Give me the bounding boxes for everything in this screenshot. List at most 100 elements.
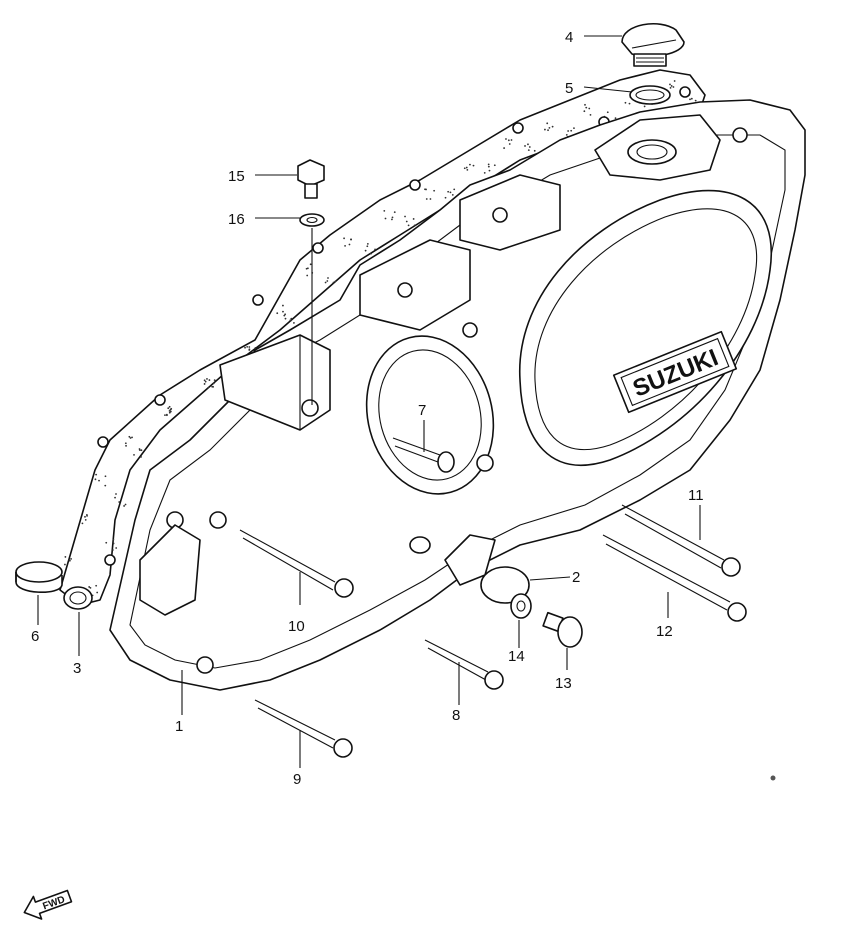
cover-cap-2	[480, 566, 530, 604]
small-washer	[409, 536, 431, 554]
gasket-speckle-dot	[118, 501, 121, 503]
gasket-speckle-dot	[290, 317, 293, 320]
gasket-speckle-dot	[95, 473, 98, 476]
callout-10: 10	[288, 618, 305, 635]
gasket-speckle-dot	[527, 149, 530, 152]
gasket-speckle-dot	[98, 479, 100, 482]
gasket-speckle-dot	[169, 408, 172, 411]
callout-7: 7	[418, 402, 426, 419]
gasket-speckle-dot	[254, 346, 257, 349]
gasket-speckle-dot	[505, 138, 507, 140]
gasket-speckle-dot	[133, 453, 135, 456]
fwd-arrow-icon: FWD	[23, 889, 73, 920]
bolt-boss	[209, 511, 227, 529]
gasket-speckle-dot	[567, 130, 570, 132]
gasket-speckle-dot	[124, 503, 127, 506]
gasket-speckle-dot	[547, 129, 549, 132]
gasket-speckle-dot	[508, 143, 511, 145]
gasket-speckle-dot	[343, 237, 345, 240]
gasket-speckle-dot	[95, 584, 98, 587]
screw-7	[392, 437, 455, 473]
callout-11: 11	[688, 487, 704, 504]
gasket-speckle-dot	[548, 126, 551, 129]
gasket-speckle-dot	[164, 414, 166, 417]
gasket-speckle-dot	[324, 281, 327, 284]
gasket-speckle-dot	[128, 435, 131, 438]
gasket-speckle-dot	[366, 245, 369, 248]
gasket-speckle-dot	[125, 444, 127, 447]
gasket-speckle-dot	[503, 147, 506, 149]
gasket-speckle-dot	[533, 149, 536, 152]
gasket-speckle-dot	[114, 496, 116, 499]
gasket-speckle-dot	[140, 449, 143, 452]
gasket-speckle-dot	[524, 145, 526, 147]
gasket-speckle-dot	[104, 484, 107, 487]
gasket-speckle-dot	[282, 310, 284, 313]
gasket-speckle-dot	[344, 244, 346, 247]
gasket-speckle-dot	[405, 220, 408, 223]
gasket-speckle-dot	[105, 541, 108, 544]
gasket-speckle-dot	[628, 102, 631, 105]
gasket-speckle-dot	[244, 346, 246, 349]
callout-13: 13	[555, 675, 572, 692]
gasket-speckle-dot	[115, 547, 118, 549]
gasket-speckle-dot	[488, 169, 491, 172]
gasket-speckle-dot	[487, 165, 490, 168]
gasket-speckle-dot	[487, 163, 490, 166]
screw-12	[602, 534, 747, 622]
gasket-speckle-dot	[207, 386, 210, 389]
gasket-speckle-dot	[204, 380, 207, 383]
gasket-speckle-dot	[614, 117, 617, 120]
gasket-speckle-dot	[123, 505, 125, 507]
callout-12: 12	[656, 623, 673, 640]
gasket-speckle-dot	[166, 414, 168, 417]
gasket-speckle-dot	[212, 382, 215, 385]
gasket-speckle-dot	[391, 218, 393, 221]
bolt-boss	[492, 207, 508, 223]
callout-14: 14	[508, 648, 525, 665]
gasket-speckle-dot	[115, 493, 117, 495]
gasket-speckle-dot	[384, 217, 387, 220]
screw-8	[424, 639, 504, 690]
gasket-speckle-dot	[507, 139, 510, 142]
screw-11	[621, 504, 741, 577]
gasket-speckle-dot	[669, 83, 671, 86]
callout-6: 6	[31, 628, 39, 645]
gasket-speckle-dot	[327, 277, 329, 279]
callout-3: 3	[73, 660, 81, 677]
screw-13	[542, 611, 583, 648]
gasket-speckle-dot	[89, 587, 92, 589]
gasket-bolt-hole	[679, 86, 691, 98]
gasket-speckle-dot	[570, 129, 573, 132]
callout-1: 1	[175, 718, 183, 735]
gasket-speckle-dot	[86, 514, 88, 517]
gasket-speckle-dot	[334, 280, 337, 283]
gasket-speckle-dot	[364, 249, 367, 252]
washer-16	[299, 213, 325, 227]
gasket-speckle-dot	[140, 456, 142, 458]
gasket-speckle-dot	[465, 166, 468, 169]
bolt-15	[297, 159, 325, 199]
gasket-speckle-dot	[694, 99, 697, 102]
gasket-speckle-dot	[447, 190, 450, 193]
gasket-speckle-dot	[282, 304, 284, 307]
gasket-speckle-dot	[96, 591, 99, 594]
screw-10	[239, 529, 354, 598]
screw-9	[254, 699, 353, 758]
gasket-speckle-dot	[112, 542, 115, 545]
gasket-speckle-dot	[203, 383, 206, 385]
gasket-speckle-dot	[111, 549, 114, 551]
callout-9: 9	[293, 771, 301, 788]
o-ring-3	[63, 586, 93, 610]
gasket-speckle-dot	[203, 379, 206, 382]
gasket-speckle-dot	[138, 448, 141, 450]
oil-filler-hole	[627, 139, 677, 165]
gasket-speckle-dot	[407, 224, 410, 227]
gasket-speckle-dot	[350, 238, 352, 241]
cover-rib-block-top	[459, 174, 561, 251]
callout-8: 8	[452, 707, 460, 724]
gasket-speckle-dot	[84, 515, 86, 518]
gasket-speckle-dot	[393, 211, 396, 214]
gasket-bolt-hole	[104, 554, 116, 566]
